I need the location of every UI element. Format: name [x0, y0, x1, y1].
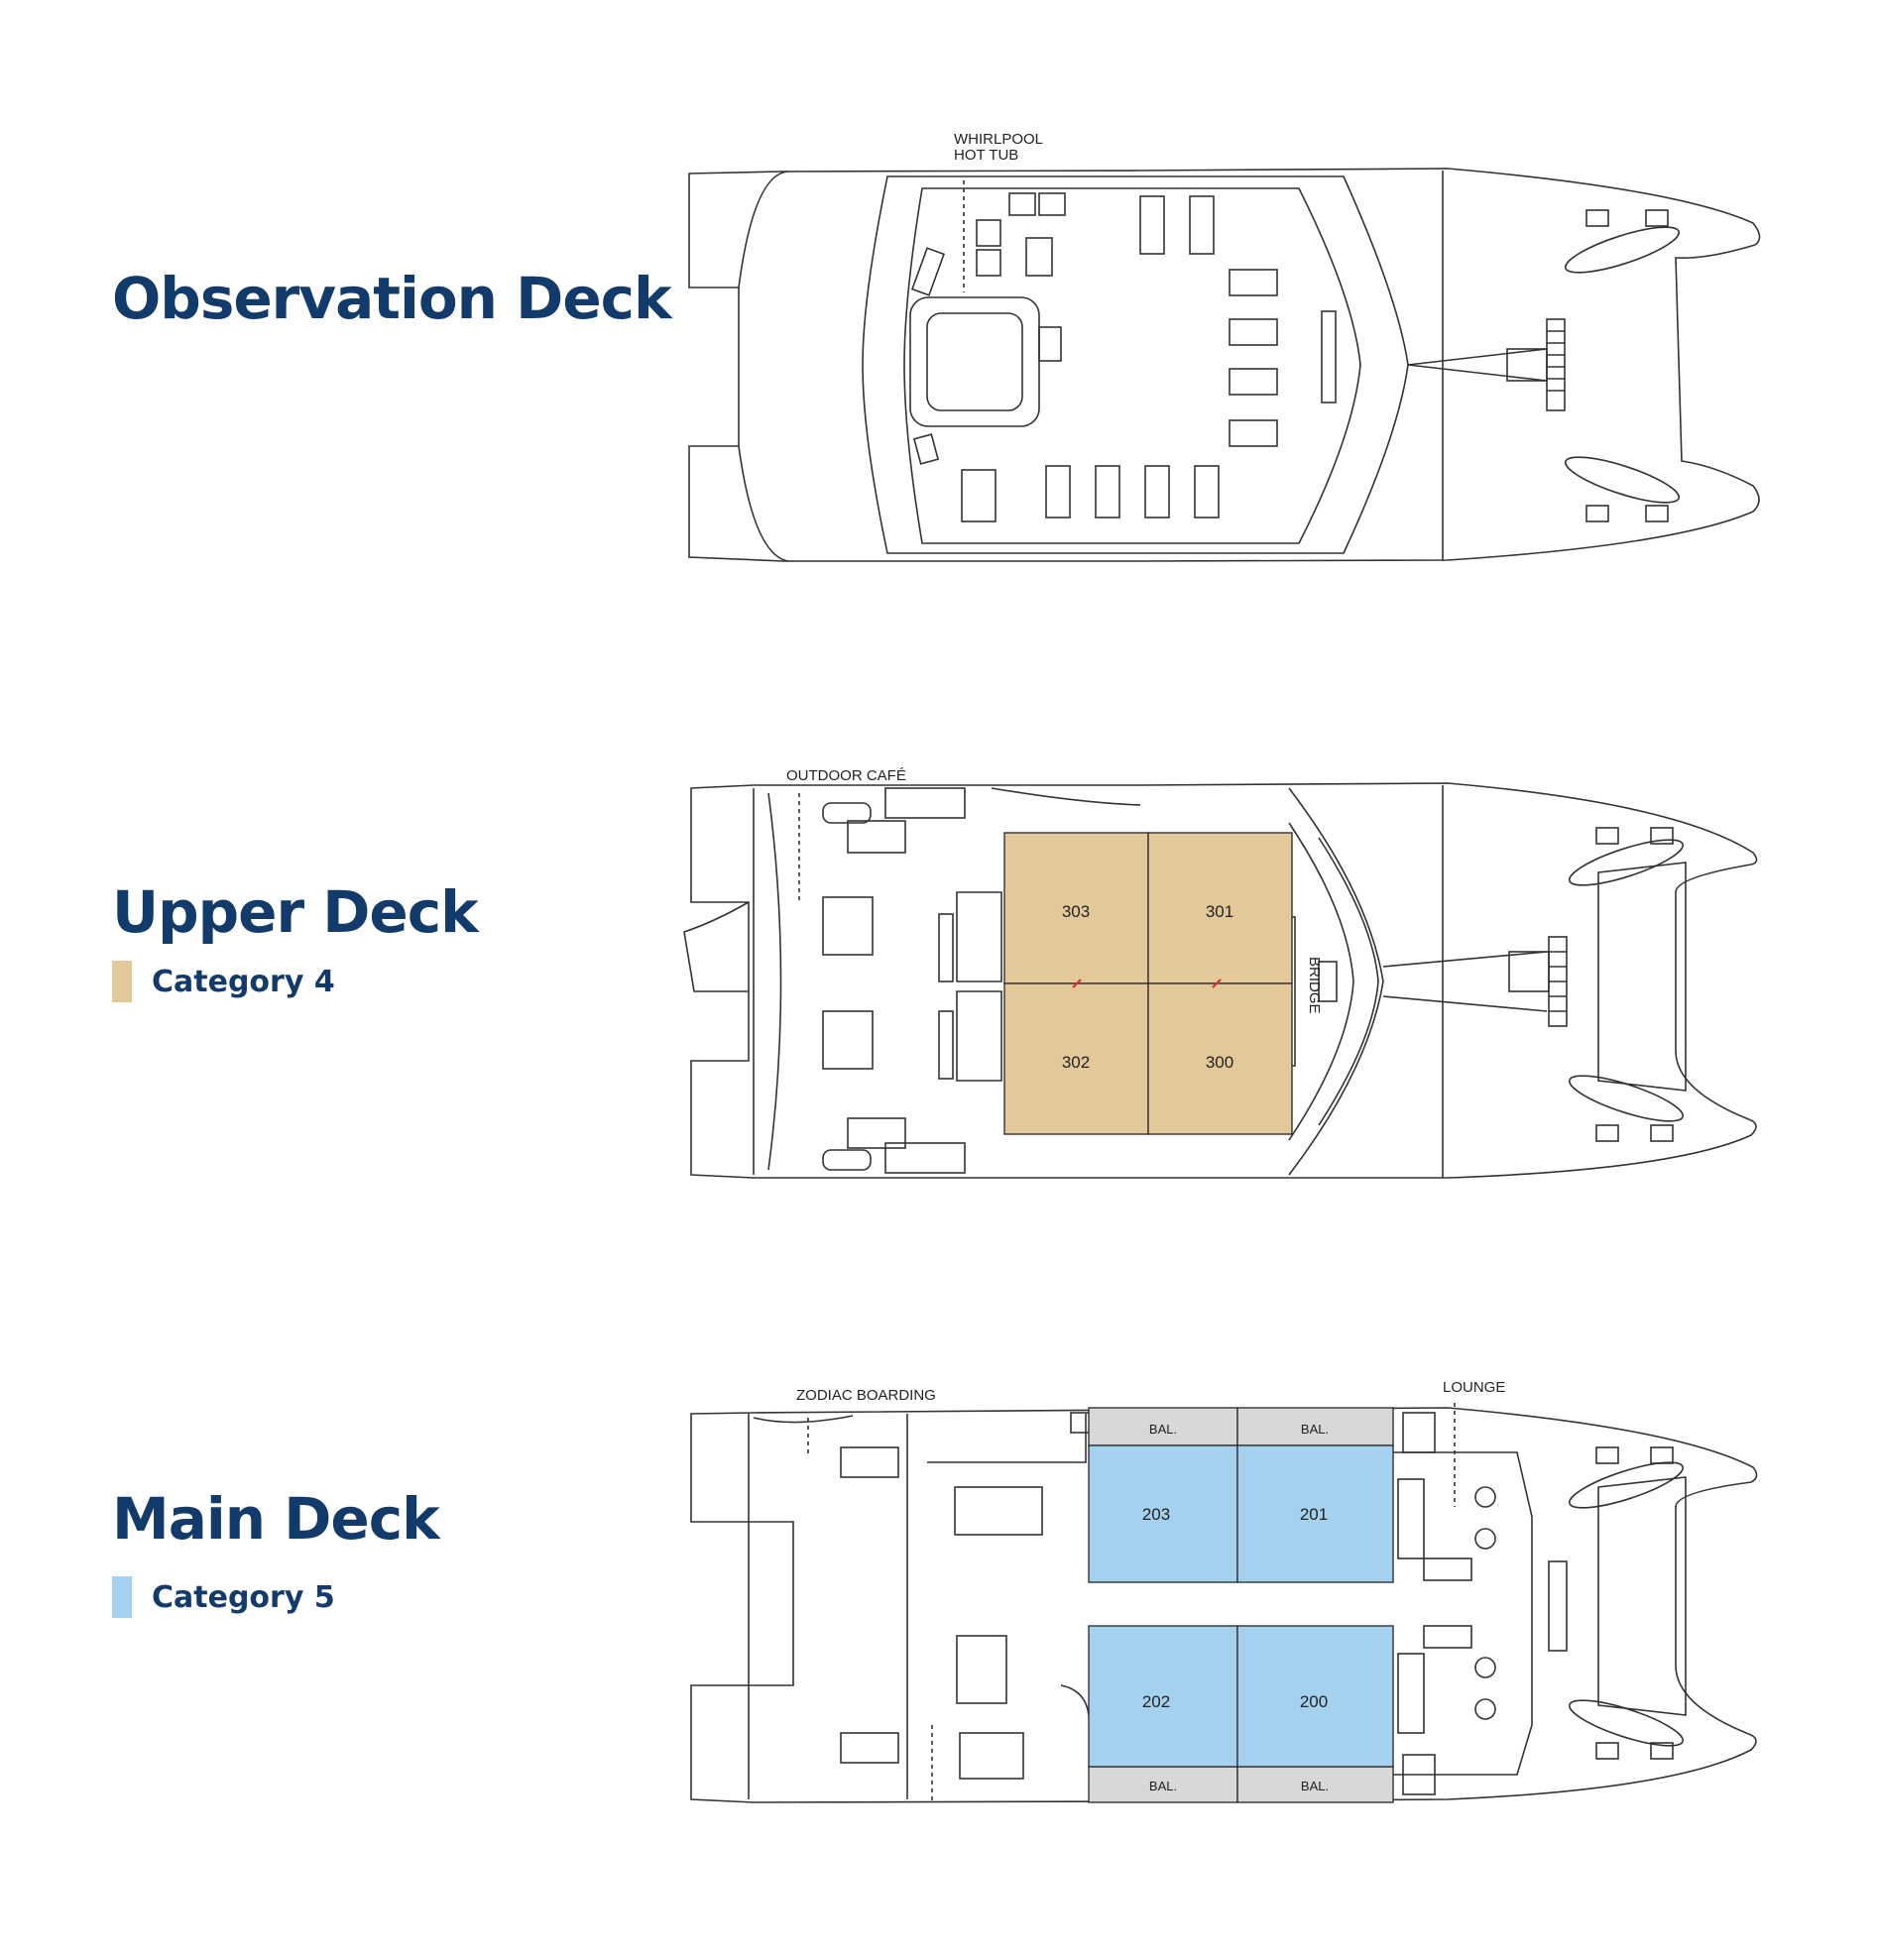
cabin-201[interactable]	[1236, 1444, 1394, 1583]
cabin-203-label: 203	[1142, 1505, 1170, 1524]
category-4-legend: Category 4	[112, 961, 335, 1002]
category-5-label: Category 5	[152, 1579, 335, 1615]
category-4-swatch	[112, 961, 132, 1002]
main-deck-plan	[690, 1403, 1758, 1803]
cabin-200-label: 200	[1300, 1692, 1328, 1711]
cabin-301[interactable]	[1147, 832, 1293, 984]
cabin-302-label: 302	[1062, 1053, 1090, 1072]
outdoor-cafe-label: OUTDOOR CAFÉ	[786, 767, 906, 784]
cabin-202-label: 202	[1142, 1692, 1170, 1711]
cabin-302[interactable]	[1003, 982, 1149, 1135]
cabin-300-label: 300	[1206, 1053, 1233, 1072]
observation-deck-title: Observation Deck	[112, 265, 672, 332]
balcony-203-label: BAL.	[1149, 1422, 1177, 1437]
zodiac-boarding-label: ZODIAC BOARDING	[796, 1387, 936, 1404]
balcony-201	[1236, 1407, 1394, 1446]
cabin-202[interactable]	[1088, 1625, 1238, 1768]
upper-hull-outline	[690, 782, 1758, 1179]
main-deck-title: Main Deck	[112, 1485, 440, 1553]
balcony-201-label: BAL.	[1301, 1422, 1329, 1437]
main-deck-cabins	[1088, 1444, 1394, 1768]
upper-deck-title: Upper Deck	[112, 878, 479, 946]
lounge-label: LOUNGE	[1443, 1379, 1505, 1396]
category-5-legend: Category 5	[112, 1576, 335, 1618]
cabin-303-label: 303	[1062, 902, 1090, 921]
upper-deck-plan	[683, 782, 1758, 1179]
whirlpool-label: WHIRLPOOL	[954, 131, 1043, 148]
observation-deck-plan	[688, 168, 1761, 562]
hot-tub-label: HOT TUB	[954, 147, 1018, 164]
cabin-300[interactable]	[1147, 982, 1293, 1135]
cabin-303[interactable]	[1003, 832, 1149, 984]
main-hull-outline	[690, 1407, 1758, 1803]
cabin-203[interactable]	[1088, 1444, 1238, 1583]
category-5-swatch	[112, 1576, 132, 1618]
bridge-label: BRIDGE	[1306, 957, 1323, 1014]
cabin-201-label: 201	[1300, 1505, 1328, 1524]
cabin-200[interactable]	[1236, 1625, 1394, 1768]
cabin-301-label: 301	[1206, 902, 1233, 921]
upper-deck-cabins	[1003, 832, 1293, 1135]
balcony-203	[1088, 1407, 1238, 1446]
observation-hull-outline	[688, 168, 1761, 562]
balcony-200-label: BAL.	[1301, 1779, 1329, 1793]
balcony-202	[1088, 1766, 1238, 1803]
balcony-202-label: BAL.	[1149, 1779, 1177, 1793]
category-4-label: Category 4	[152, 964, 335, 999]
